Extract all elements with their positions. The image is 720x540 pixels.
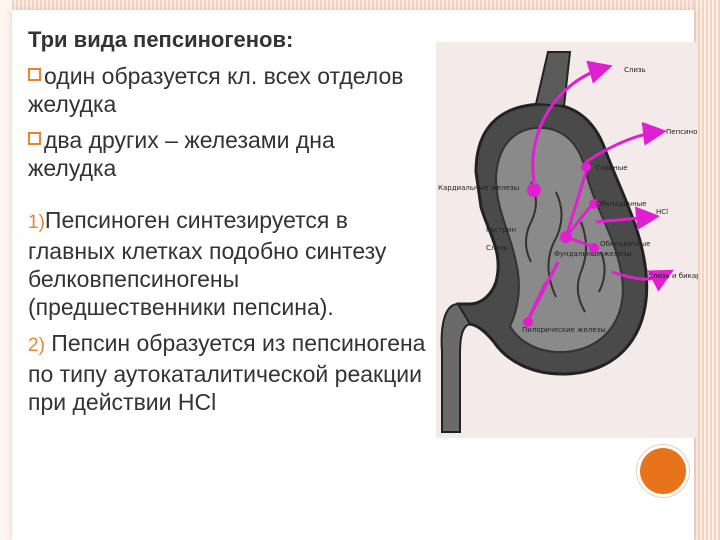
- label-gastrin: Гастрин: [486, 226, 516, 234]
- item-number: 2): [28, 335, 45, 356]
- esophagus: [534, 51, 572, 108]
- bullet-item: два других – железами дна желудка: [28, 126, 428, 182]
- bullet-item: один образуется кл. всех отделов желудка: [28, 62, 428, 118]
- label-fundic-glands: Фундальные железы: [554, 250, 632, 258]
- secretion-arrows: [526, 60, 674, 321]
- label-pyloric-glands: Пилорические железы: [522, 326, 606, 334]
- label-mucus-top: Слизь: [624, 66, 646, 74]
- slide-frame-right: [694, 0, 720, 540]
- item-number: 1): [28, 212, 45, 233]
- bullet-text: два других – железами дна желудка: [28, 127, 335, 181]
- label-main-cells: Главные: [596, 164, 628, 172]
- item-text: Пепсин образуется из пепсиногена по типу…: [28, 330, 426, 415]
- slide-title: Три вида пепсиногенов:: [28, 27, 294, 52]
- label-mucus-left: Слизь: [486, 244, 508, 252]
- stomach-inner-cavity: [494, 126, 624, 354]
- numbered-item: 1)Пепсиноген синтезируется в главных кле…: [28, 206, 428, 321]
- stomach-diagram: Слизь Пепсиноген Главные Обкладочные HCl…: [436, 42, 720, 438]
- stomach-illustration: Слизь Пепсиноген Главные Обкладочные HCl…: [438, 51, 720, 433]
- bullet-text: один образуется кл. всех отделов желудка: [28, 63, 404, 117]
- numbered-item: 2) Пепсин образуется из пепсиногена по т…: [28, 329, 428, 416]
- slide-frame-top: [0, 0, 720, 10]
- label-pepsinogen: Пепсиноген: [666, 128, 698, 136]
- item-text: Пепсиноген синтезируется в главных клетк…: [28, 207, 387, 320]
- bullet-square-icon: [28, 132, 41, 145]
- slide-text: Три вида пепсиногенов: один образуется к…: [28, 26, 428, 416]
- bullet-square-icon: [28, 68, 41, 81]
- label-hcl: HCl: [656, 208, 668, 216]
- label-lining-cells: Обкладочные: [596, 200, 647, 208]
- label-lining-cells-2: Обкладочные: [600, 240, 651, 248]
- duodenum: [440, 302, 472, 433]
- label-mucus-bicarbonate: Слизь и бикарбонат: [648, 272, 698, 280]
- decorative-orange-circle: [640, 448, 686, 494]
- label-cardiac-glands: Кардиальные железы: [438, 184, 519, 192]
